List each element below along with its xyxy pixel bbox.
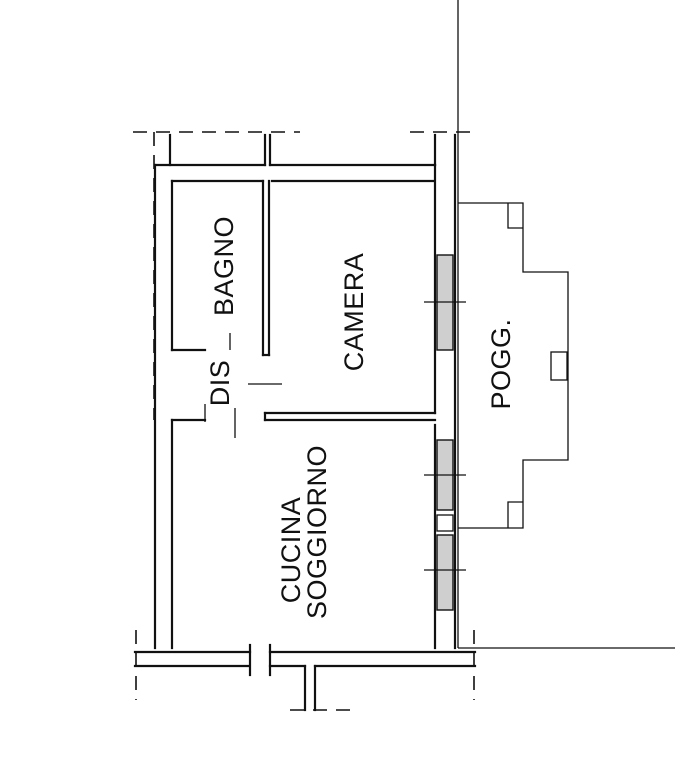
room-label-camera: CAMERA	[339, 253, 369, 372]
room-label-bagno: BAGNO	[209, 216, 239, 316]
walls	[133, 133, 477, 712]
room-label-cucina: CUCINA	[276, 497, 306, 604]
room-labels: BAGNO CAMERA DIS CUCINA SOGGIORNO POGG.	[205, 216, 516, 619]
room-label-dis: DIS	[205, 360, 235, 407]
room-label-pogg: POGG.	[486, 318, 516, 409]
windows	[424, 254, 466, 611]
balcony	[458, 202, 569, 529]
property-lines	[457, 0, 675, 649]
room-label-soggiorno: SOGGIORNO	[302, 445, 332, 619]
